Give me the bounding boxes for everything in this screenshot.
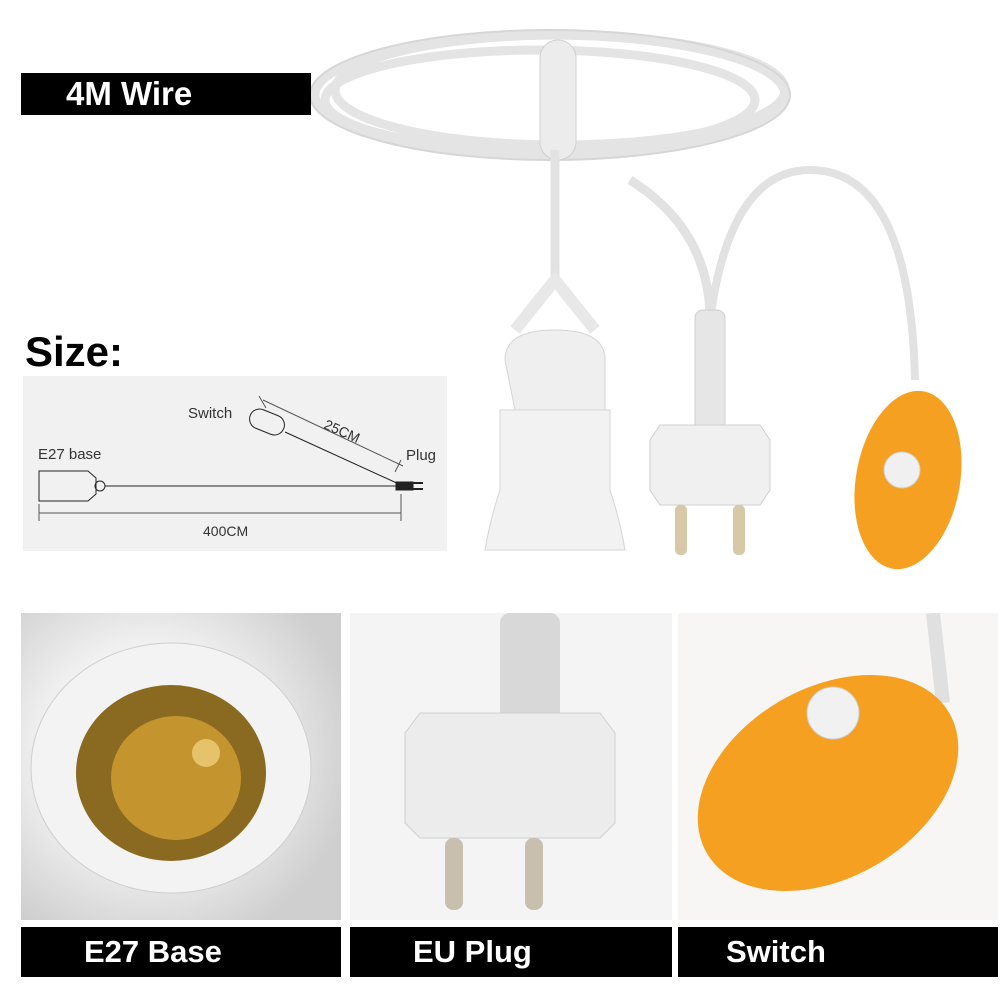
wire-length-text: 4M Wire xyxy=(66,75,193,112)
caption-eu-plug: EU Plug xyxy=(350,927,672,977)
diagram-switch-length: 25CM xyxy=(322,416,363,446)
size-diagram: Switch 25CM E27 base Plug 400CM xyxy=(23,376,447,551)
caption-switch: Switch xyxy=(678,927,998,977)
diagram-plug-label: Plug xyxy=(406,447,436,464)
caption-e27-base: E27 Base xyxy=(21,927,341,977)
hero-product-image xyxy=(290,0,1000,600)
size-heading: Size: xyxy=(25,328,124,375)
caption-e27-base-text: E27 Base xyxy=(84,934,222,969)
switch-closeup-image xyxy=(678,613,998,920)
caption-switch-text: Switch xyxy=(726,934,826,969)
diagram-switch-label: Switch xyxy=(188,405,232,422)
diagram-base-label: E27 base xyxy=(38,446,101,463)
eu-plug-closeup-image xyxy=(350,613,672,920)
e27-base-closeup-image xyxy=(21,613,341,920)
diagram-total-length: 400CM xyxy=(203,523,248,539)
caption-eu-plug-text: EU Plug xyxy=(413,934,532,969)
wire-length-label: 4M Wire xyxy=(21,73,311,115)
